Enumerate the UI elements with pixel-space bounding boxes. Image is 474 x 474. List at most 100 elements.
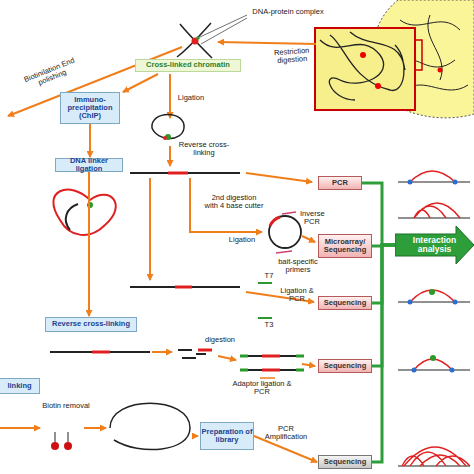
step-label: 2nd digestion with 4 base cutter xyxy=(204,194,264,211)
merge-bracket xyxy=(362,183,395,245)
process-box: Cross-linked chromatin xyxy=(135,59,241,72)
step-label: T7 xyxy=(262,272,276,280)
dna-loop xyxy=(110,403,190,449)
node-text: Cross-linked chromatin xyxy=(146,61,230,69)
dna-fragment xyxy=(244,356,300,370)
flow-arrow xyxy=(302,364,315,366)
result-arrow: Interaction analysis xyxy=(395,226,474,264)
step-label: Reverse cross-linking xyxy=(174,141,234,158)
baseline xyxy=(398,182,470,466)
junction xyxy=(175,286,192,289)
output-box: Microarray/ Sequencing xyxy=(318,234,372,258)
dna-loop xyxy=(66,204,78,230)
junction xyxy=(92,351,110,354)
chromatin-fiber xyxy=(320,32,405,100)
flow-arrow xyxy=(89,124,91,157)
dna-loop xyxy=(53,190,115,235)
flow-arrow xyxy=(152,351,172,353)
interaction-arc xyxy=(410,290,455,302)
node-text: Immuno-precipitation (ChIP) xyxy=(61,96,119,121)
interaction-arc xyxy=(402,447,470,466)
protein-dot xyxy=(87,202,93,208)
process-arrows xyxy=(0,42,316,436)
node-text: Sequencing xyxy=(324,362,367,370)
step-label: digestion xyxy=(200,336,240,344)
process-box: Immuno-precipitation (ChIP) xyxy=(60,92,120,124)
interaction-profiles xyxy=(398,171,470,466)
step-label: Ligation xyxy=(174,94,208,102)
junction xyxy=(198,349,212,352)
junction xyxy=(168,172,188,175)
step-label: Ligation & PCR xyxy=(278,287,316,304)
flow-arrow xyxy=(84,427,106,429)
node-text: Sequencing xyxy=(324,458,367,466)
merge-bracket xyxy=(372,245,395,462)
protein-dot xyxy=(375,83,381,89)
protein-dot xyxy=(438,68,443,73)
merge-bracket xyxy=(372,245,395,246)
node-text: Interaction analysis xyxy=(395,236,474,255)
anchor-dot xyxy=(450,368,455,373)
primer xyxy=(276,212,296,253)
adaptor xyxy=(240,356,304,370)
dna-fragment xyxy=(130,172,240,174)
protein-dot xyxy=(196,36,200,40)
process-box: DNA linker ligation xyxy=(55,158,123,172)
anchor-dot xyxy=(453,180,458,185)
output-box: PCR xyxy=(318,176,362,190)
primer xyxy=(260,377,275,379)
biotin xyxy=(64,442,72,450)
process-box: Preparation of library xyxy=(200,422,254,450)
node-text: Preparation of library xyxy=(201,428,253,445)
node-text: Sequencing xyxy=(324,299,367,307)
node-text: PCR xyxy=(332,179,348,187)
step-label: Biotin removal xyxy=(36,402,96,410)
node-text: Reverse cross-linking xyxy=(52,320,130,328)
step-label: Adaptor ligation & PCR xyxy=(232,380,292,397)
arrow-outline xyxy=(395,226,474,264)
edge-label: PCR Amplification xyxy=(263,425,309,442)
flow-arrow xyxy=(169,74,171,118)
node-text: linking xyxy=(7,382,31,390)
biotin xyxy=(51,442,59,450)
flow-arrow xyxy=(149,178,151,280)
step-label: bait-specific primers xyxy=(278,258,318,275)
anchor-dot xyxy=(412,368,417,373)
step-label: Restriction digestion xyxy=(261,46,322,67)
zoom-square xyxy=(315,28,415,110)
process-box: Reverse cross-linking xyxy=(45,317,137,332)
dna-protein-complex xyxy=(177,15,247,58)
flow-arrow xyxy=(0,427,40,429)
leader-line xyxy=(200,15,247,44)
flow-arrow xyxy=(218,356,236,360)
junction xyxy=(262,356,280,370)
dna-fragment xyxy=(50,351,150,353)
protein-dot xyxy=(163,136,167,140)
step-label: Ligation xyxy=(224,236,260,244)
interaction-arc xyxy=(414,203,460,218)
anchor-dot xyxy=(408,180,413,185)
step-label: T3 xyxy=(262,321,276,329)
merge-bracket xyxy=(372,245,395,303)
anchor-dot xyxy=(453,300,458,305)
protein-dot xyxy=(360,52,366,58)
protein-dot xyxy=(429,289,435,295)
protein-dot xyxy=(430,355,436,361)
process-box: linking xyxy=(0,378,40,394)
flow-arrow xyxy=(218,42,316,44)
node-text: DNA linker ligation xyxy=(56,157,122,174)
merge-bracket xyxy=(372,245,395,366)
flow-arrow xyxy=(302,236,315,242)
flow-arrow xyxy=(246,173,312,182)
junction xyxy=(270,217,280,226)
step-label: Inverse PCR xyxy=(300,210,324,227)
output-box: Sequencing xyxy=(318,359,372,373)
flow-arrow xyxy=(169,146,171,166)
primer xyxy=(258,283,272,318)
dna-fragment xyxy=(130,286,240,288)
chromatin-zoom xyxy=(315,28,415,110)
output-box: Sequencing xyxy=(318,455,372,469)
flow-arrow xyxy=(192,435,198,437)
